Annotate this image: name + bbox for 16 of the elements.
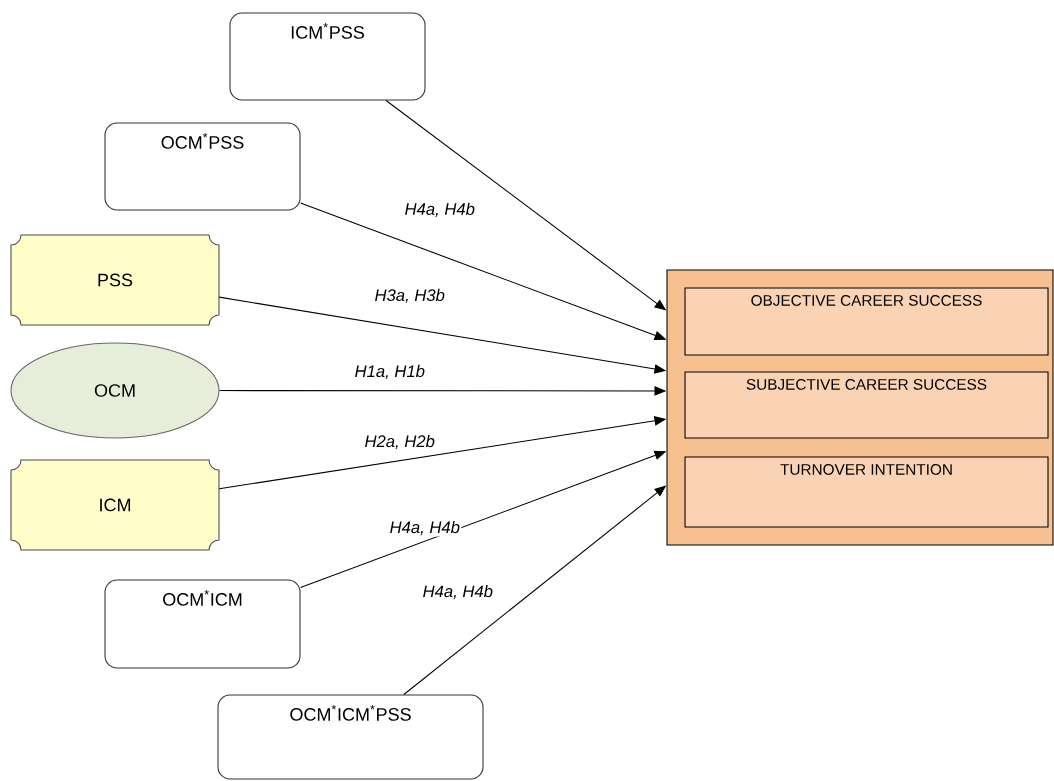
ellipse-node: OCM (10, 342, 220, 439)
edge-label: H1a, H1b (353, 363, 427, 381)
rounded-box: OCM$^{*}$PSS (104, 122, 301, 211)
rounded-box: OCM$^{*}$ICM$^{*}$PSS (217, 694, 484, 780)
edge-label: H4a, H4b (421, 583, 495, 601)
outcome-box: TURNOVER INTENTION (684, 456, 1049, 528)
edge-label: H2a, H2b (363, 433, 437, 451)
edge-label: H4a, H4b (388, 519, 462, 537)
rounded-box: OCM$^{*}$ICM (104, 579, 301, 669)
notched-box: ICM (10, 459, 220, 551)
rounded-box: ICM$^{*}$PSS (229, 12, 426, 101)
edge-label: H4a, H4b (403, 201, 477, 219)
outcome-box: SUBJECTIVE CAREER SUCCESS (684, 371, 1049, 439)
notched-box: PSS (10, 234, 220, 326)
edge-label: H3a, H3b (373, 287, 447, 305)
outcome-box: OBJECTIVE CAREER SUCCESS (684, 287, 1049, 356)
